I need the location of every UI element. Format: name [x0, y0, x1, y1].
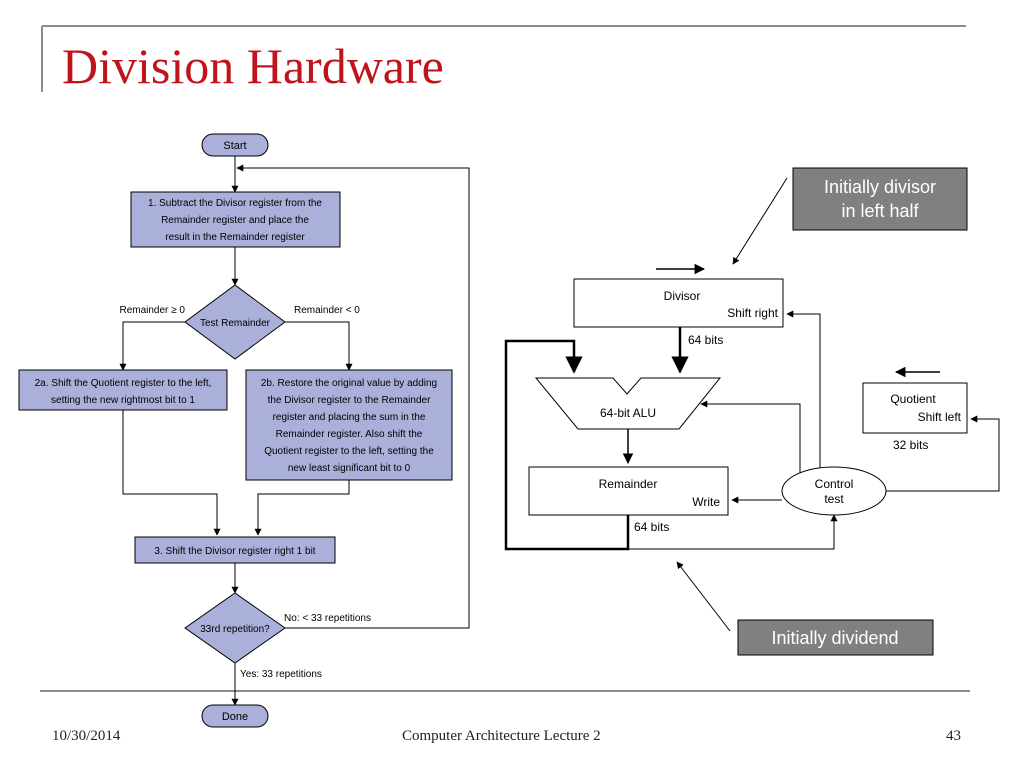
dividend-callout-pointer [676, 561, 731, 632]
alu-label: 64-bit ALU [600, 406, 656, 420]
remainder-feedback-bus [504, 339, 630, 551]
step3-label: 3. Shift the Divisor register right 1 bi… [154, 546, 315, 557]
alu-shape [534, 377, 722, 430]
quotient-register-name: Quotient [890, 392, 936, 406]
divisor-width-label: 64 bits [688, 333, 723, 347]
repetition-diamond [184, 592, 286, 664]
control-test-line-2: test [824, 492, 844, 506]
arrow-test-to-step2b [285, 321, 353, 371]
quotient-width-label: 32 bits [893, 438, 928, 452]
start-label: Start [223, 140, 246, 152]
repetition-label: 33rd repetition? [200, 624, 270, 635]
quotient-register-action: Shift left [918, 410, 962, 424]
step2b-line-4: Remainder register. Also shift the [276, 429, 423, 440]
divisor-callout-pointer [732, 177, 788, 265]
arrow-test-to-step2a [119, 321, 185, 371]
remainder-register-name: Remainder [599, 477, 658, 491]
footer-date: 10/30/2014 [52, 728, 121, 744]
step2b-line-2: the Divisor register to the Remainder [268, 395, 432, 406]
remainder-register-action: Write [692, 495, 720, 509]
remainder-width-label: 64 bits [634, 520, 669, 534]
step1-box [130, 191, 341, 248]
no-branch-label: No: < 33 repetitions [284, 613, 371, 624]
control-to-alu-line [700, 400, 801, 473]
branch-lt-label: Remainder < 0 [294, 305, 360, 316]
step2a-line-2: setting the new rightmost bit to 1 [51, 395, 195, 406]
divisor-callout-line-1: Initially divisor [824, 177, 936, 197]
divisor-register [573, 278, 784, 328]
flow-connectors [119, 156, 470, 706]
step1-line-2: Remainder register and place the [161, 215, 309, 226]
done-terminal [201, 704, 269, 728]
step1-line-1: 1. Subtract the Divisor register from th… [148, 198, 322, 209]
dividend-callout-label: Initially dividend [771, 628, 898, 648]
step2b-box [245, 369, 453, 481]
control-test-line-1: Control [815, 477, 854, 491]
step3-box [134, 536, 336, 564]
arrow-step2a-to-step3 [122, 410, 221, 536]
step2b-line-3: register and placing the sum in the [273, 412, 426, 423]
step2b-line-6: new least significant bit to 0 [288, 463, 411, 474]
step2b-line-5: Quotient register to the left, setting t… [264, 446, 434, 457]
control-to-quotient-line [886, 415, 1000, 492]
divisor-callout-line-2: in left half [841, 201, 919, 221]
remainder-to-control-line [628, 514, 838, 550]
step2b-line-1: 2b. Restore the original value by adding [261, 378, 437, 389]
test-remainder-label: Test Remainder [200, 318, 271, 329]
quotient-register [862, 382, 968, 434]
arrow-step2b-to-step3 [254, 480, 350, 536]
test-remainder-diamond [184, 284, 286, 360]
control-signals [700, 310, 1000, 504]
control-test-unit [781, 466, 887, 516]
done-label: Done [222, 711, 248, 723]
dividend-callout-box [737, 619, 934, 656]
start-terminal [201, 133, 269, 157]
footer-page-number: 43 [946, 728, 961, 744]
branch-ge-label: Remainder ≥ 0 [119, 305, 185, 316]
remainder-register [528, 466, 729, 516]
yes-branch-label: Yes: 33 repetitions [240, 669, 322, 680]
step2a-line-1: 2a. Shift the Quotient register to the l… [35, 378, 212, 389]
step1-line-3: result in the Remainder register [165, 232, 305, 243]
arrow-loop-back [236, 164, 470, 629]
divisor-callout-box [792, 167, 968, 231]
control-to-divisor-line [786, 310, 821, 468]
slide-title: Division Hardware [62, 38, 444, 94]
footer-course: Computer Architecture Lecture 2 [402, 728, 601, 744]
divisor-register-name: Divisor [664, 289, 701, 303]
divisor-register-action: Shift right [727, 306, 778, 320]
step2a-box [18, 369, 228, 411]
